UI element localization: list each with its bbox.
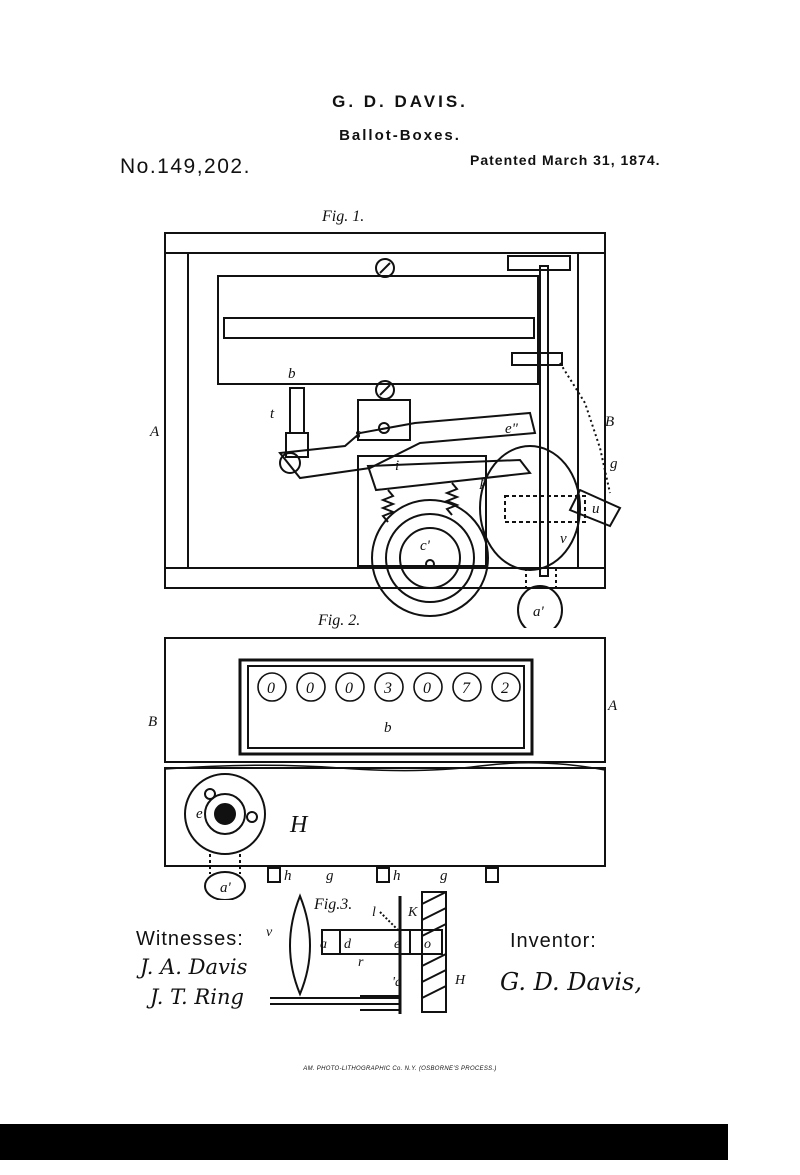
fig1-label-b: b — [288, 366, 296, 382]
fig1-label-v: v — [560, 531, 567, 547]
counter-digit-wheels: 0 0 0 3 0 7 2 — [257, 672, 521, 702]
fig2-top-panel — [164, 637, 606, 763]
fig2-label-H: H — [289, 812, 309, 838]
fig1-label-u: u — [592, 501, 600, 517]
figure-1-drawing: A B b t s e" i p g u c' v a' — [149, 232, 622, 628]
patent-date: Patented March 31, 1874. — [470, 152, 661, 168]
digit-wheel: 0 — [257, 672, 287, 702]
fig1-label-g: g — [610, 456, 618, 472]
fig2-label-A: A — [607, 698, 618, 714]
fig1-label-s: s — [355, 426, 361, 442]
witnesses-label: Witnesses: — [136, 928, 244, 950]
fig2-slot-plate — [184, 773, 266, 855]
fig1-caption: Fig. 1. — [322, 208, 365, 225]
digit-wheel: 7 — [452, 672, 482, 702]
fig1-shaft — [539, 265, 549, 577]
fig1-label-e2: e" — [505, 421, 519, 437]
counter-digit: 7 — [462, 680, 471, 697]
inventor-name: G. D. DAVIS. — [332, 92, 468, 111]
fig2-label-a: a' — [220, 880, 232, 896]
fig3-tube — [321, 929, 443, 955]
fig3-lens — [289, 893, 311, 997]
fig2-label-h2: h — [393, 868, 401, 884]
fig3-label-l: l — [372, 905, 376, 920]
digit-wheel: 2 — [491, 672, 521, 702]
fig1-cam — [479, 445, 581, 571]
digit-wheel: 3 — [374, 672, 404, 702]
fig1-label-p: p — [479, 474, 488, 490]
fig3-label-v: v — [266, 925, 273, 940]
fig1-counter-housing — [217, 275, 539, 385]
counter-digit: 3 — [383, 680, 392, 697]
witness-signature-1: J. A. Davis — [140, 955, 248, 979]
fig3-label-H: H — [454, 973, 466, 988]
digit-wheel: 0 — [296, 672, 326, 702]
counter-digit: 0 — [423, 680, 431, 697]
inventor-signature: G. D. Davis, — [500, 968, 642, 996]
fig1-outer-box — [164, 232, 606, 589]
fig1-label-B: B — [605, 414, 614, 430]
inventor-label: Inventor: — [510, 930, 597, 952]
fig1-bell — [371, 499, 489, 617]
counter-digit: 0 — [267, 680, 275, 697]
figure-2-drawing: 0 0 0 3 0 7 2 B A b e H a' h g h g — [148, 637, 618, 900]
patent-number: No.149,202. — [120, 155, 251, 178]
fig3-label-o: o — [424, 937, 431, 952]
fig2-label-h: h — [284, 868, 292, 884]
fig1-label-a: a' — [533, 604, 545, 620]
fig2-counter-window — [238, 658, 534, 756]
fig1-label-t: t — [270, 406, 275, 422]
figure-3-drawing: l K v a d e o r 'a H — [266, 891, 466, 1014]
fig2-label-b: b — [384, 720, 392, 736]
fig3-label-K: K — [407, 905, 418, 920]
digit-wheel: 0 — [413, 672, 443, 702]
fig2-label-g: g — [326, 868, 334, 884]
counter-digit: 2 — [501, 680, 509, 697]
fig3-label-a2: 'a — [392, 975, 402, 990]
counter-digit: 0 — [345, 680, 353, 697]
patent-title: Ballot-Boxes. — [339, 127, 461, 144]
fig1-lever — [278, 411, 537, 480]
digit-wheel: 0 — [335, 672, 365, 702]
fig2-caption: Fig. 2. — [318, 612, 361, 629]
fig3-label-r: r — [358, 955, 364, 970]
witness-signature-2: J. T. Ring — [150, 985, 244, 1009]
fig3-label-a: a — [320, 937, 327, 952]
fig2-label-g2: g — [440, 868, 448, 884]
fig2-bottom-panel — [164, 767, 606, 867]
fig3-label-e: e — [394, 937, 400, 952]
fig1-label-c: c' — [420, 538, 431, 554]
counter-digit: 0 — [306, 680, 314, 697]
fig2-label-e: e — [196, 806, 203, 822]
scan-border-bar — [0, 1124, 728, 1160]
fig1-label-A: A — [149, 424, 160, 440]
fig2-label-B: B — [148, 714, 157, 730]
lithographer-credit: AM. PHOTO-LITHOGRAPHIC Co. N.Y. (OSBORNE… — [303, 1066, 497, 1072]
fig3-label-d: d — [344, 937, 352, 952]
fig3-caption: Fig.3. — [314, 896, 353, 913]
fig1-label-i: i — [395, 458, 399, 474]
